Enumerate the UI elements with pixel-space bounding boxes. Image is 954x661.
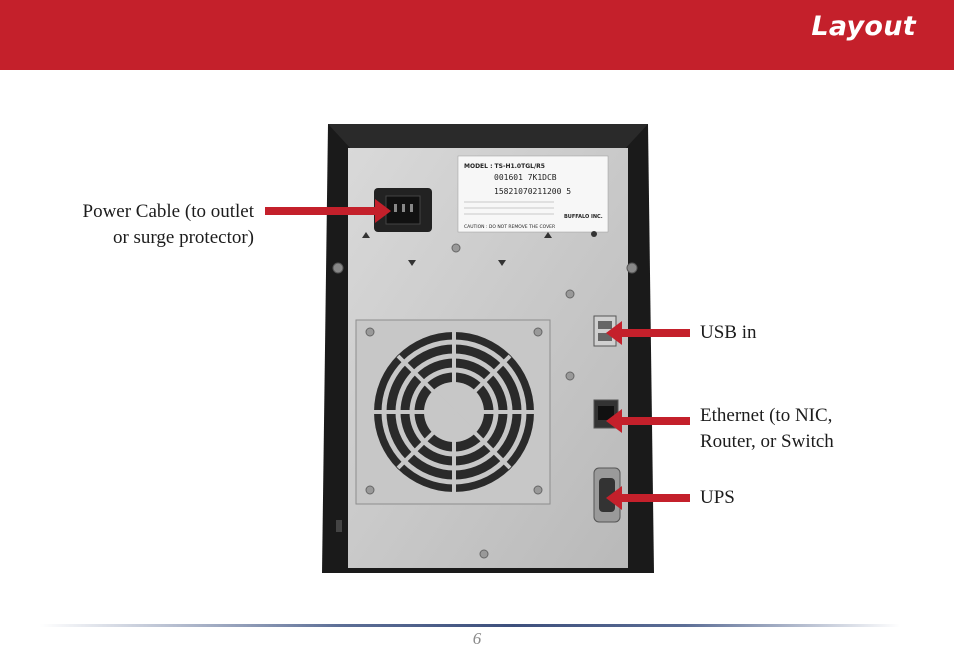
page-number: 6 [472, 629, 482, 648]
power-arrow [265, 199, 391, 223]
ups-arrow [606, 486, 690, 510]
nas-back-panel-image: MODEL : TS-H1.0TGL/R5 001601 7K1DCB 1582… [322, 124, 654, 573]
ethernet-callout: Ethernet (to NIC, Router, or Switch [700, 403, 834, 455]
ethernet-callout-line1: Ethernet (to NIC, [700, 405, 833, 426]
ups-callout: UPS [700, 487, 735, 508]
page-title: Layout [811, 11, 916, 42]
label-serial: 15821070211200 5 [494, 187, 571, 196]
usb-arrow [606, 321, 690, 345]
label-caution: CAUTION : DO NOT REMOVE THE COVER [464, 224, 555, 230]
power-cable-callout: Power Cable (to outlet or surge protecto… [40, 199, 255, 251]
header-bar: Layout [0, 0, 954, 70]
label-model: MODEL : TS-H1.0TGL/R5 [464, 163, 545, 170]
power-callout-line2: or surge protector) [112, 227, 254, 248]
ethernet-callout-line2: Router, or Switch [700, 431, 834, 452]
ethernet-arrow [606, 409, 690, 433]
footer-divider [40, 624, 900, 627]
usb-callout: USB in [700, 322, 757, 343]
power-callout-line1: Power Cable (to outlet [82, 201, 255, 222]
label-brand: BUFFALO INC. [564, 214, 603, 220]
label-mac: 001601 7K1DCB [494, 173, 557, 182]
